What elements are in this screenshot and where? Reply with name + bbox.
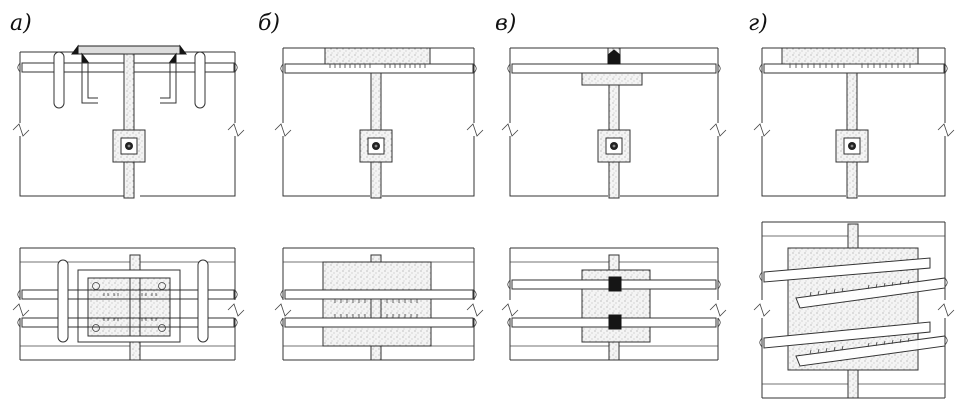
break-line-icon xyxy=(12,123,30,137)
break-line-icon xyxy=(12,303,245,317)
panel-a-elevation xyxy=(12,44,245,199)
break-line-icon xyxy=(753,303,955,317)
break-line-icon xyxy=(937,123,955,137)
panel-a-plan xyxy=(12,247,245,361)
panel-label-v: в) xyxy=(495,11,516,36)
break-line-icon xyxy=(709,123,727,137)
panel-label-a: а) xyxy=(10,11,32,36)
panel-g-plan xyxy=(753,221,955,399)
panel-v-elevation xyxy=(501,47,727,199)
break-line-icon xyxy=(274,123,292,137)
panel-v-plan xyxy=(501,247,727,361)
break-line-icon xyxy=(753,123,771,137)
break-line-icon xyxy=(227,123,245,137)
break-line-icon xyxy=(274,303,484,317)
panel-g-elevation xyxy=(753,47,955,199)
panel-label-b: б) xyxy=(258,11,280,36)
panel-label-g: г) xyxy=(748,11,768,36)
break-line-icon xyxy=(501,303,727,317)
break-line-icon xyxy=(466,123,484,137)
panel-b-elevation xyxy=(274,47,484,199)
panel-b-plan xyxy=(274,247,484,361)
break-line-icon xyxy=(501,123,519,137)
